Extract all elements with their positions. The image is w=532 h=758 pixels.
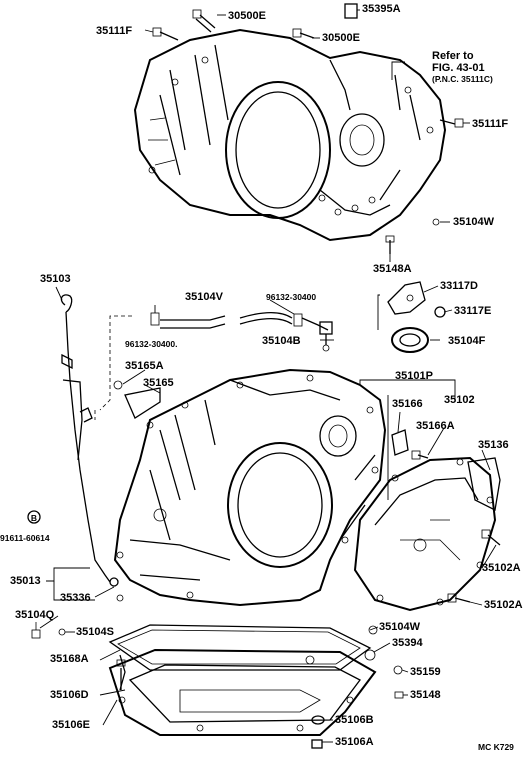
part-label-30500E-top: 30500E — [228, 10, 266, 22]
part-label-96132-30400-a: 96132-30400 — [266, 292, 317, 302]
transaxle-case — [113, 368, 387, 607]
part-label-35336: 35336 — [60, 592, 91, 604]
part-label-35013: 35013 — [10, 575, 41, 587]
part-label-33117D: 33117D — [440, 280, 478, 292]
part-label-35102A-b: 35102A — [484, 599, 523, 611]
part-label-35102: 35102 — [444, 394, 475, 406]
converter-housing — [133, 28, 447, 242]
bracket-and-seal — [387, 281, 446, 353]
bolts-35102A — [447, 529, 501, 603]
dipstick — [60, 294, 119, 587]
part-label-35106A: 35106A — [335, 736, 374, 748]
reference-note-line3: (P.N.C. 35111C) — [432, 74, 493, 84]
part-label-35106D: 35106D — [50, 689, 89, 701]
part-label-35104V: 35104V — [185, 291, 223, 303]
part-label-35104S: 35104S — [76, 626, 114, 638]
part-label-35136: 35136 — [478, 439, 509, 451]
part-label-35104Q: 35104Q — [15, 609, 55, 621]
part-label-33117E: 33117E — [454, 305, 492, 317]
part-label-35106B: 35106B — [335, 714, 374, 726]
group-brackets — [94, 294, 456, 500]
part-label-35101P: 35101P — [395, 370, 433, 382]
figure-code: MC K729 — [478, 742, 514, 752]
part-label-96132-30400-b: 96132-30400. — [125, 339, 178, 349]
part-label-35104F: 35104F — [448, 335, 486, 347]
part-label-35148A: 35148A — [373, 263, 412, 275]
marker-B: B — [30, 513, 38, 523]
part-label-35165: 35165 — [143, 377, 174, 389]
part-label-35104B: 35104B — [262, 335, 301, 347]
breather-hose — [150, 312, 333, 352]
leader-lines-top — [144, 9, 470, 262]
side-cover — [353, 456, 497, 612]
part-label-91611-60614: 91611-60614 — [0, 533, 50, 543]
part-label-35106E: 35106E — [52, 719, 90, 731]
part-label-35102A-a: 35102A — [482, 562, 521, 574]
part-label-35166A: 35166A — [416, 420, 455, 432]
top-bolts — [152, 3, 464, 254]
part-label-35148: 35148 — [410, 689, 441, 701]
part-label-35104W-low: 35104W — [379, 621, 420, 633]
part-label-35103: 35103 — [40, 273, 71, 285]
plate-35165 — [113, 380, 161, 419]
part-label-35111F-right: 35111F — [472, 118, 509, 130]
reference-note-line2: FIG. 43-01 — [432, 62, 485, 74]
part-label-30500E-mid: 30500E — [322, 32, 360, 44]
oil-pan — [108, 624, 377, 736]
leader-lines-lower — [39, 285, 497, 743]
part-label-35159: 35159 — [410, 666, 441, 678]
plate-35136 — [467, 457, 501, 511]
part-label-35394: 35394 — [392, 637, 423, 649]
reference-note-line1: Refer to — [432, 50, 474, 62]
part-label-35395A: 35395A — [362, 3, 401, 15]
part-label-35166: 35166 — [392, 398, 423, 410]
part-label-35111F-top: 35111F — [96, 25, 133, 37]
part-label-35165A: 35165A — [125, 360, 164, 372]
bracket-35166 — [391, 429, 429, 460]
part-label-35104W-top: 35104W — [453, 216, 494, 228]
part-label-35168A: 35168A — [50, 653, 89, 665]
